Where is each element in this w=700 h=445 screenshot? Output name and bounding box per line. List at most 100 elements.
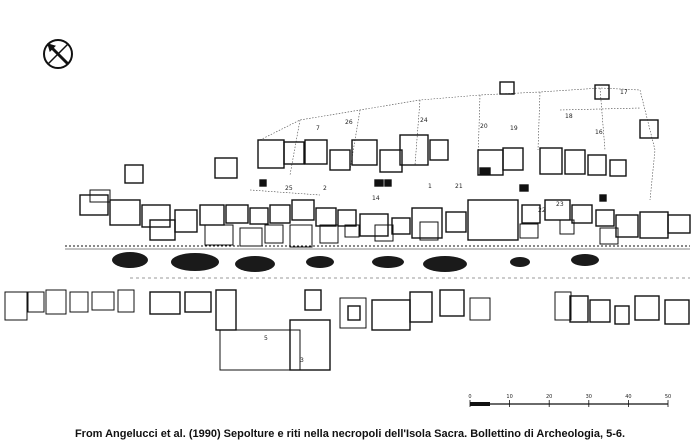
tomb-outline <box>149 219 176 241</box>
scale-tick-label: 20 <box>546 394 552 400</box>
scale-bar: 0 10 20 30 40 50 <box>468 394 671 407</box>
tomb-outline <box>519 223 539 239</box>
tomb-outline <box>264 224 284 244</box>
compass-north-arrow-icon <box>43 39 73 69</box>
tomb-outline <box>595 209 615 227</box>
tomb-outline <box>219 329 301 371</box>
tomb-outline <box>614 305 630 325</box>
tomb-outline <box>337 209 357 227</box>
tomb-outline <box>371 299 411 331</box>
plot-label: 18 <box>565 113 573 120</box>
tomb-outline <box>499 81 515 95</box>
tomb-outline <box>351 139 378 166</box>
tomb-outline <box>521 204 541 224</box>
tomb-outline <box>319 224 339 244</box>
tomb-outline <box>639 119 659 139</box>
tomb-outline <box>571 204 593 224</box>
tomb-outline <box>479 167 491 175</box>
tomb-outline <box>374 224 394 242</box>
tomb-outline <box>289 224 313 248</box>
figure-caption: From Angelucci et al. (1990) Sepolture e… <box>74 428 626 440</box>
tomb-outline <box>554 291 572 321</box>
plot-label: 16 <box>595 129 603 136</box>
tomb-outline <box>89 189 111 203</box>
tomb-outline <box>411 207 443 239</box>
tomb-outline <box>249 207 269 225</box>
tomb-outline <box>204 224 234 246</box>
tomb-outline <box>391 217 411 235</box>
tomb-outline <box>384 179 392 187</box>
tomb-outline <box>409 291 433 323</box>
tomb-outline <box>124 164 144 184</box>
plot-label: 23 <box>556 201 564 208</box>
tomb-outline <box>564 149 586 175</box>
tomb-outline <box>45 289 67 315</box>
scale-tick-label: 40 <box>625 394 631 400</box>
tomb-outline <box>304 139 328 165</box>
tomb-outline <box>91 291 115 311</box>
tomb-outline <box>174 209 198 233</box>
scale-tick-label: 50 <box>665 394 671 400</box>
tomb-outline <box>502 147 524 171</box>
tomb-outline <box>634 295 660 321</box>
tomb-outline <box>149 291 181 315</box>
plot-label: 3 <box>300 357 304 364</box>
tomb-outline <box>399 134 429 166</box>
tomb-outline <box>439 289 465 317</box>
plot-label: 14 <box>372 195 380 202</box>
tomb-outline <box>467 199 519 241</box>
tomb-outline <box>269 204 291 224</box>
tomb-outline <box>374 179 384 187</box>
plot-label: 19 <box>510 125 518 132</box>
tomb-outline <box>289 319 331 371</box>
plot-label: 5 <box>264 335 268 342</box>
scale-tick-label: 0 <box>468 394 471 400</box>
tomb-outline <box>291 199 315 221</box>
tomb-outline <box>615 214 639 238</box>
ground-shading <box>112 252 599 272</box>
tomb-outline <box>519 184 529 192</box>
plot-label: 25 <box>285 185 293 192</box>
tomb-row-south <box>4 289 690 371</box>
tomb-outline <box>225 204 249 224</box>
tomb-outline <box>569 295 589 323</box>
tomb-outline <box>589 299 611 323</box>
tomb-outline <box>79 194 109 216</box>
plot-label: 2 <box>323 185 327 192</box>
plot-label: 20 <box>480 123 488 130</box>
tomb-outline <box>214 157 238 179</box>
road-edge <box>65 245 690 279</box>
tomb-outline <box>587 154 607 176</box>
scale-tick-label: 30 <box>586 394 592 400</box>
tomb-outline <box>257 139 285 169</box>
tomb-outline <box>445 211 467 233</box>
plot-label: 24 <box>420 117 428 124</box>
plot-label: 21 <box>455 183 463 190</box>
tomb-outline <box>559 219 575 235</box>
tomb-outline <box>347 305 361 321</box>
tomb-outline <box>429 139 449 161</box>
plot-label: 17 <box>620 89 628 96</box>
tomb-outline <box>283 141 305 165</box>
tomb-outline <box>594 84 610 100</box>
tomb-outline <box>419 221 439 241</box>
tomb-outline <box>664 299 690 325</box>
scale-tick-label: 10 <box>506 394 512 400</box>
tomb-outline <box>117 289 135 313</box>
tomb-outline <box>141 204 171 228</box>
tomb-outline <box>379 149 403 173</box>
tomb-outline <box>27 291 45 313</box>
plot-boundaries <box>249 87 656 201</box>
tomb-row-north <box>79 81 691 248</box>
tomb-outline <box>184 291 212 313</box>
tomb-outline <box>344 224 360 238</box>
tomb-outline <box>109 199 141 226</box>
tomb-outline <box>599 194 607 202</box>
tomb-outline <box>339 297 367 329</box>
tomb-outline <box>69 291 89 313</box>
plot-label: 22 <box>538 207 546 214</box>
tomb-outline <box>469 297 491 321</box>
tomb-outline <box>609 159 627 177</box>
